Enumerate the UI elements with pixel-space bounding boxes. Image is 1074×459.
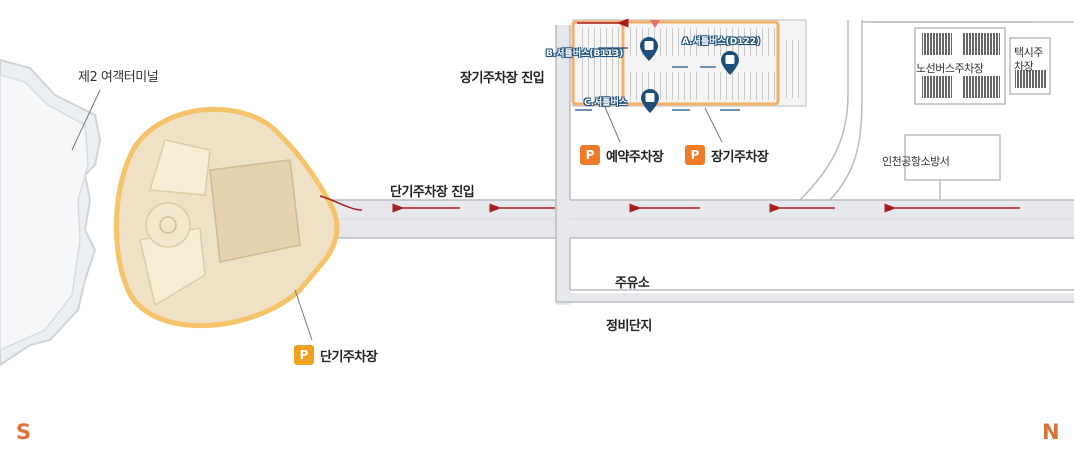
compass-south: S: [16, 420, 32, 444]
long-term-parking-badge: P 장기주차장: [685, 145, 769, 165]
compass-north: N: [1042, 420, 1060, 444]
parking-p-icon: P: [685, 145, 705, 165]
parking-p-icon: P: [580, 145, 600, 165]
terminal-leader-line: [71, 89, 101, 151]
short-term-parking-badge: P 단기주차장: [294, 345, 378, 365]
fire-station-lot: [904, 134, 1001, 181]
short-term-parking-label: 단기주차장: [320, 349, 378, 365]
shuttle-c-label: C.셔틀버스: [584, 98, 628, 108]
reserved-parking-badge: P 예약주차장: [580, 145, 664, 165]
parking-p-icon: P: [294, 345, 314, 365]
long-term-parking-outline: [621, 20, 780, 106]
bus-parking-label: 노선버스주차장: [916, 62, 984, 75]
long-term-entry-label: 장기주차장 진입: [460, 71, 545, 86]
long-term-parking-label: 장기주차장: [711, 149, 769, 165]
maintenance-area-label: 정비단지: [606, 319, 652, 334]
shuttle-pin-icon: [640, 37, 658, 61]
terminal2-label: 제2 여객터미널: [78, 70, 159, 85]
reserved-parking-label: 예약주차장: [606, 149, 664, 165]
bus-taxi-stalls: [922, 33, 1047, 98]
shuttle-a-label: A.셔틀버스(D122): [682, 37, 761, 47]
shuttle-b-label: B.셔틀버스(B113): [546, 49, 624, 59]
long-term-parking-lot: [571, 18, 807, 143]
short-term-parking-lot: [113, 106, 363, 341]
shuttle-pin-icon: [641, 89, 659, 113]
fire-station-label: 인천공항소방서: [882, 155, 950, 168]
short-term-entry-label: 단기주차장 진입: [390, 185, 475, 200]
gas-station-label: 주유소: [615, 276, 650, 291]
terminal-building: [0, 58, 102, 367]
main-road: [320, 199, 1074, 239]
taxi-parking-label: 택시주차장: [1014, 46, 1043, 73]
shuttle-pin-icon: [721, 51, 739, 75]
